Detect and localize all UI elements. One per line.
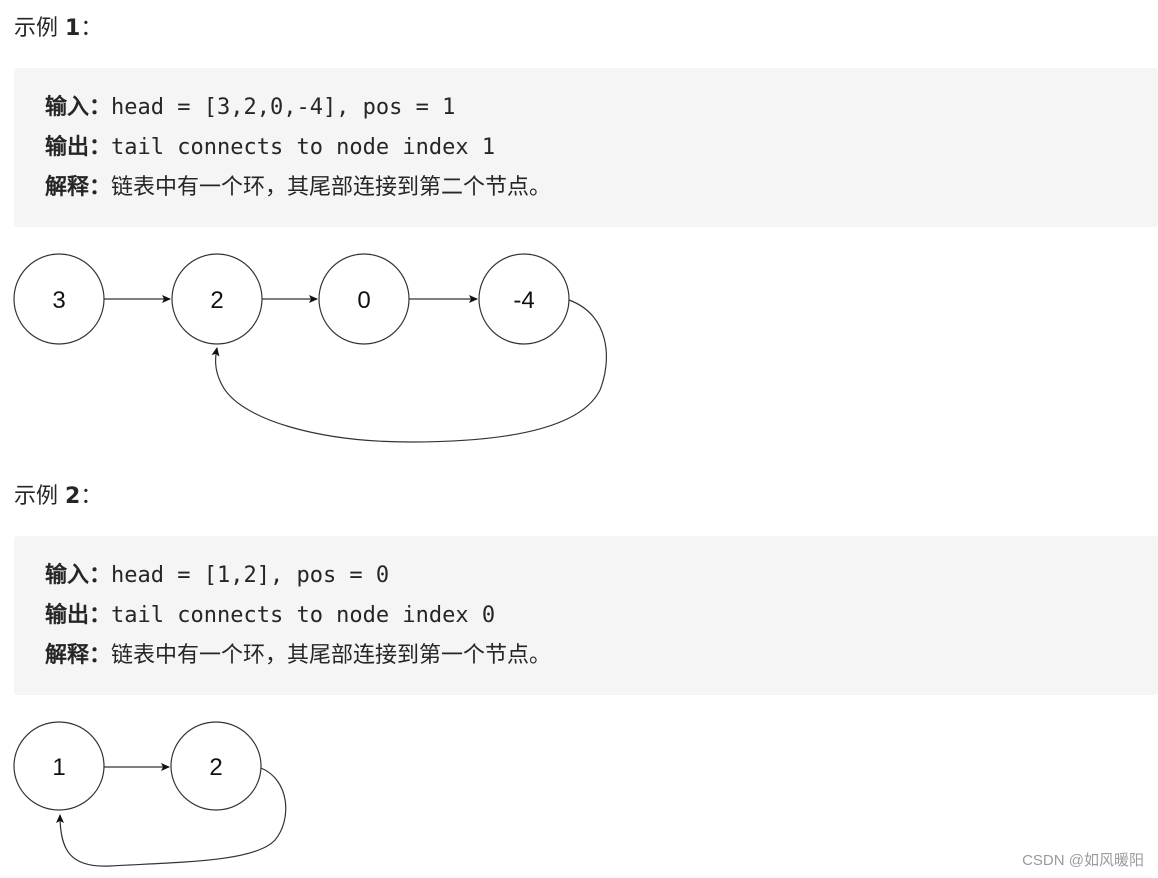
linked-list-diagram-2: 1 2 — [13, 721, 287, 867]
list-node: 2 — [171, 253, 263, 345]
example-2-box: 输入：head = [1,2], pos = 0 输出：tail connect… — [14, 536, 1158, 695]
heading-number: 1 — [65, 16, 81, 41]
heading-prefix: 示例 — [14, 484, 65, 509]
node-value: 3 — [52, 287, 65, 314]
node-value: 1 — [52, 754, 65, 781]
list-node: -4 — [478, 253, 570, 345]
input-value: head = [1,2], pos = 0 — [111, 563, 390, 588]
output-line: 输出：tail connects to node index 0 — [45, 598, 1158, 638]
input-label: 输入： — [45, 563, 112, 588]
explain-value: 链表中有一个环，其尾部连接到第一个节点。 — [111, 643, 552, 668]
input-value: head = [3,2,0,-4], pos = 1 — [111, 95, 456, 120]
output-line: 输出：tail connects to node index 1 — [45, 130, 1158, 170]
list-node: 1 — [13, 721, 105, 811]
cycle-arrow-icon — [56, 767, 287, 867]
example-1-box: 输入：head = [3,2,0,-4], pos = 1 输出：tail co… — [14, 68, 1158, 227]
cycle-arrow-icon — [211, 299, 608, 443]
input-line: 输入：head = [3,2,0,-4], pos = 1 — [45, 90, 1158, 130]
heading-prefix: 示例 — [14, 16, 65, 41]
linked-list-diagram-1: 3 2 0 -4 — [13, 253, 608, 443]
list-node: 3 — [13, 253, 105, 345]
list-node: 0 — [318, 253, 410, 345]
example-1-heading: 示例 1： — [14, 10, 102, 42]
node-value: -4 — [513, 287, 534, 314]
output-value: tail connects to node index 1 — [111, 135, 496, 160]
explain-line: 解释：链表中有一个环，其尾部连接到第一个节点。 — [45, 638, 1158, 678]
watermark: CSDN @如风暖阳 — [1022, 852, 1144, 869]
heading-suffix: ： — [80, 16, 103, 41]
output-label: 输出： — [45, 603, 112, 628]
output-value: tail connects to node index 0 — [111, 603, 496, 628]
node-value: 2 — [209, 754, 222, 781]
node-value: 2 — [210, 287, 223, 314]
explain-label: 解释： — [45, 175, 112, 200]
list-node: 2 — [170, 721, 262, 811]
heading-number: 2 — [65, 484, 81, 509]
input-label: 输入： — [45, 95, 112, 120]
explain-value: 链表中有一个环，其尾部连接到第二个节点。 — [111, 175, 552, 200]
heading-suffix: ： — [80, 484, 103, 509]
input-line: 输入：head = [1,2], pos = 0 — [45, 558, 1158, 598]
output-label: 输出： — [45, 135, 112, 160]
node-value: 0 — [357, 287, 370, 314]
example-2-heading: 示例 2： — [14, 478, 102, 510]
explain-label: 解释： — [45, 643, 112, 668]
explain-line: 解释：链表中有一个环，其尾部连接到第二个节点。 — [45, 170, 1158, 210]
